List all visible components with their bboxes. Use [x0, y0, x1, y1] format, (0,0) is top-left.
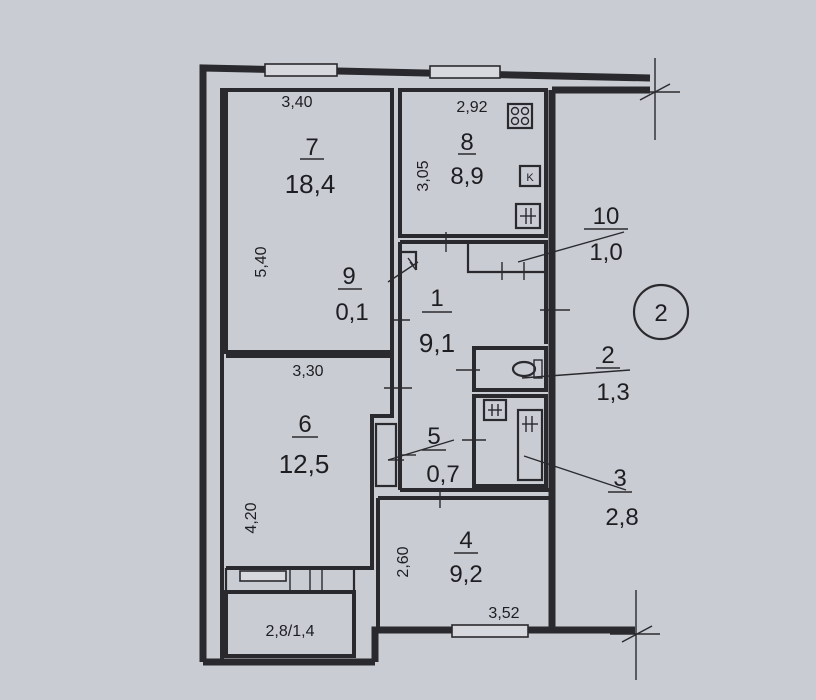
- room-4-length: 2,60: [395, 546, 412, 577]
- section-number: 2: [654, 300, 667, 327]
- room-5-outline: [374, 422, 398, 488]
- room-8-width: 2,92: [456, 99, 487, 116]
- window-room7: [264, 63, 338, 77]
- bathtub-icon: [516, 408, 544, 482]
- section-marks: [610, 58, 680, 680]
- room-7-number: 7: [305, 134, 318, 161]
- room-1-area: 9,1: [419, 328, 455, 358]
- room-2-outline: [472, 346, 548, 392]
- room-4-area: 9,2: [449, 561, 482, 588]
- room-7-area: 18,4: [285, 169, 336, 199]
- room-7-width: 3,40: [281, 94, 312, 111]
- kitchen-marker-label: K: [526, 172, 534, 184]
- room-8-outline: [398, 88, 548, 238]
- room-10-area: 1,0: [589, 239, 622, 266]
- window-room6: [239, 570, 287, 582]
- room-3-outline: [472, 394, 548, 488]
- room-10-outline: [466, 242, 546, 274]
- room-3-number: 3: [613, 465, 626, 492]
- window-room8: [429, 65, 501, 79]
- window-room4: [451, 624, 529, 638]
- room-5-number: 5: [427, 423, 440, 450]
- room-2-area: 1,3: [596, 379, 629, 406]
- room-6-area: 12,5: [279, 449, 330, 479]
- room-9-area: 0,1: [335, 299, 368, 326]
- room-6-outline: [226, 354, 394, 570]
- room-2-number: 2: [601, 342, 614, 369]
- fixtures: K: [482, 102, 544, 482]
- balcony-dimensions: 2,8/1,4: [266, 623, 315, 640]
- room-8-number: 8: [460, 129, 473, 156]
- room-4-width: 3,52: [488, 605, 519, 622]
- room-3-area: 2,8: [605, 504, 638, 531]
- windows: [239, 63, 529, 638]
- room-6-length: 4,20: [243, 502, 260, 533]
- kitchen-sink-icon: [514, 202, 542, 230]
- toilet-icon: [511, 359, 543, 379]
- room-6-width: 3,30: [292, 363, 323, 380]
- washbasin-icon: [482, 398, 508, 422]
- room-6-number: 6: [298, 411, 311, 438]
- leader-lines: [387, 231, 631, 491]
- kitchen-marker-icon: K: [518, 164, 542, 188]
- room-7-outline: [224, 88, 394, 354]
- partitions: [224, 88, 552, 658]
- room-10-number: 10: [593, 203, 620, 230]
- room-8-length: 3,05: [415, 160, 432, 191]
- room-4-number: 4: [459, 527, 472, 554]
- room-labels: 7 18,4 8 8,9 10 1,0 9 0,1 1 9,1 2 1,3 6 …: [279, 129, 639, 588]
- room-9-number: 9: [342, 263, 355, 290]
- outer-walls: [199, 64, 651, 666]
- room-5-area: 0,7: [426, 461, 459, 488]
- room-8-area: 8,9: [450, 163, 483, 190]
- dimension-labels: 3,40 2,92 3,05 5,40 3,30 4,20 2,60 3,52 …: [243, 94, 520, 640]
- section-badge: 2: [632, 283, 690, 341]
- room-7-length: 5,40: [253, 246, 270, 277]
- stove-icon: [506, 102, 534, 130]
- room-1-number: 1: [430, 285, 443, 312]
